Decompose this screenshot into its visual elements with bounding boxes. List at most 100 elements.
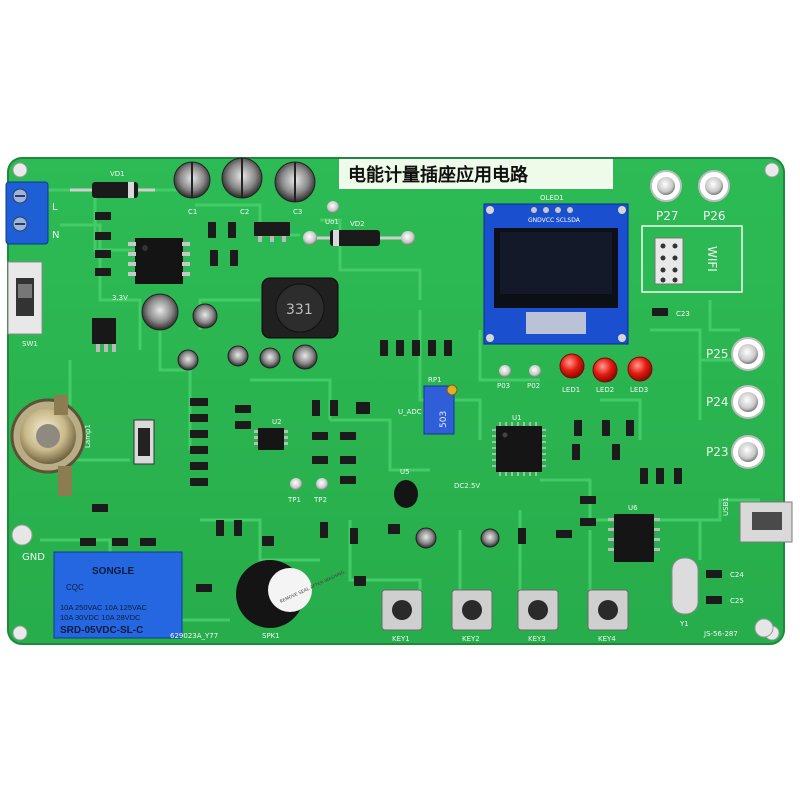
label-key1: KEY1 [392,635,410,643]
capacitor-c9 [480,528,500,548]
buzzer [236,560,312,628]
label-c2: C2 [240,208,249,216]
label-p03: P03 [497,382,510,390]
inductor-331 [261,277,339,339]
capacitor-c4 [141,293,179,331]
smd-resistors-mid [190,398,251,486]
label-c24: C24 [730,571,744,579]
capacitor-c1 [173,161,211,199]
transistor-vt1 [254,222,290,242]
label-vd2: VD2 [350,220,365,228]
key2-button[interactable] [451,589,493,631]
wifi-header [641,225,743,293]
diode-vd2 [303,230,415,246]
label-dc25: DC2.5V [454,482,480,490]
usb-connector [739,501,793,543]
label-rp1: RP1 [428,376,442,384]
smd-resistors-center [312,340,452,484]
relay-brand: SONGLE [92,566,135,577]
label-tp1: TP1 [287,496,301,504]
led-3 [627,356,653,382]
resistor-r6 [133,419,155,465]
relay-rating-1: 10A 250VAC 10A 125VAC [60,603,147,612]
pot-marking: 503 [439,411,449,428]
wifi-label: WIFI [705,246,719,272]
port-p25-pad [731,337,765,371]
label-sw1: SW1 [22,340,38,348]
capacitor-c7 [177,349,199,371]
label-vd1: VD1 [110,170,125,178]
port-p23-pad [731,435,765,469]
oled-pin-labels: GNDVCC SCLSDA [528,217,581,224]
label-tp2: TP2 [313,496,327,504]
potentiometer-rp1 [423,384,458,435]
label-lamp: Lamp1 [84,424,92,448]
lamp [10,395,86,496]
transistor-u5 [394,480,418,508]
port-p24-pad [731,385,765,419]
key1-button[interactable] [381,589,423,631]
label-p25: P25 [706,347,729,361]
crystal-y1 [671,557,699,615]
label-gnd: GND [22,552,45,563]
board-title: 电能计量插座应用电路 [348,164,529,186]
label-key4: KEY4 [598,635,616,643]
pad-p02 [529,365,541,377]
diode-vd1 [70,182,155,198]
label-u1: U1 [512,414,522,422]
relay [53,551,183,639]
ic-u2 [254,428,288,450]
label-p24: P24 [706,395,729,409]
screw-terminal [5,181,49,245]
capacitor-c6 [227,345,249,367]
label-p26: P26 [703,209,726,223]
label-uo1: Uo1 [325,218,339,226]
port-p26-pad [698,170,730,202]
label-crystal: Y1 [679,620,689,628]
title-box [339,159,613,189]
dip8-ic [128,238,190,284]
smd-resistors-left [95,212,238,276]
label-key3: KEY3 [528,635,546,643]
inductor-marking: 331 [286,302,313,318]
label-key2: KEY2 [462,635,480,643]
label-spk: SPK1 [262,632,280,640]
label-n: N [52,230,59,241]
label-c1: C1 [188,208,197,216]
relay-rating-2: 10A 30VDC 10A 28VDC [60,613,141,622]
bottom-code: 629023A_Y77 [170,632,218,640]
regulator-u4 [92,318,116,352]
oled-module [483,203,629,345]
label-l: L [52,202,58,213]
slide-switch [7,261,43,335]
label-u5: U5 [400,468,410,476]
label-u2: U2 [272,418,282,426]
capacitor-c27 [415,527,437,549]
capacitor-c12 [259,347,281,369]
label-u6: U6 [628,504,638,512]
pad-p03 [499,365,511,377]
testpoint-tp2 [316,478,328,490]
relay-model: SRD-05VDC-SL-C [60,625,143,636]
label-led2: LED2 [596,386,614,394]
port-p27-pad [650,170,682,202]
label-c23: C23 [676,310,690,318]
mounting-holes [11,162,780,641]
label-c25: C25 [730,597,744,605]
label-p27: P27 [656,209,679,223]
label-u-adc: U_ADC [398,408,422,416]
key4-button[interactable] [587,589,629,631]
capacitor-c5 [192,303,218,329]
label-usb: USB1 [722,497,730,516]
label-3v3: 3.3V [112,294,128,302]
label-oled: OLED1 [540,194,564,202]
relay-cert: CQC [66,583,84,592]
key3-button[interactable] [517,589,559,631]
label-led3: LED3 [630,386,648,394]
testpoint-uo1 [327,201,339,213]
smd-resistors-right [572,308,722,604]
capacitor-c8 [292,344,318,370]
testpoint-tp1 [290,478,302,490]
bottom-right-code: JS-56-287 [703,630,738,638]
